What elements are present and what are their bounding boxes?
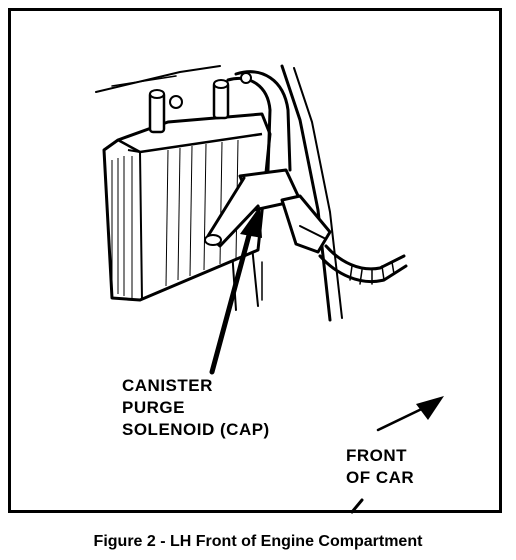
front-of-car-label: FRONT OF CAR: [346, 445, 414, 489]
purge-solenoid: [204, 70, 408, 285]
canister-purge-solenoid-label: CANISTER PURGE SOLENOID (CAP): [122, 375, 270, 441]
callout-line-3: SOLENOID (CAP): [122, 420, 270, 439]
callout-line-2: PURGE: [122, 398, 185, 417]
figure-caption: Figure 2 - LH Front of Engine Compartmen…: [93, 533, 423, 550]
charcoal-canister: [102, 79, 272, 302]
front-direction-arrow: [350, 396, 444, 514]
front-line-1: FRONT: [346, 446, 408, 465]
figure-frame: [8, 8, 502, 513]
callout-line-1: CANISTER: [122, 376, 213, 395]
front-line-2: OF CAR: [346, 468, 415, 487]
callout-arrow: [209, 206, 262, 375]
